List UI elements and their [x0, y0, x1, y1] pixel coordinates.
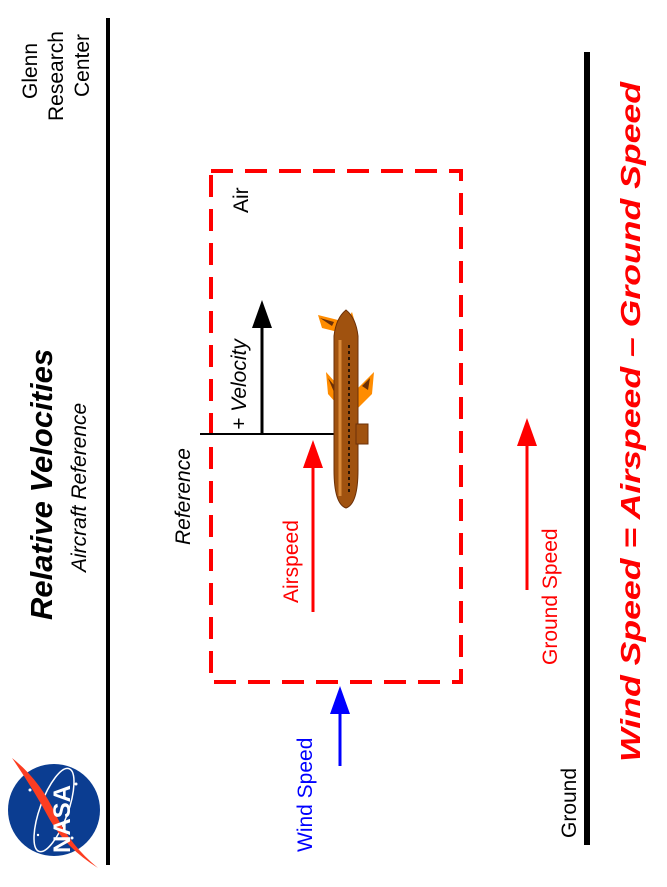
- velocity-label: + Velocity: [228, 338, 251, 430]
- nasa-logo-text: NASA: [49, 785, 76, 853]
- air-boundary-box: [209, 169, 463, 684]
- ground-speed-label: Ground Speed: [539, 528, 562, 665]
- ground-speed-arrowhead: [517, 418, 537, 446]
- page-subtitle: Aircraft Reference: [68, 403, 91, 574]
- reference-label: Reference: [172, 448, 195, 545]
- page-title: Relative Velocities: [24, 349, 59, 620]
- velocity-arrowhead: [252, 300, 272, 328]
- airspeed-arrowhead: [303, 440, 323, 468]
- wind-speed-label: Wind Speed: [294, 738, 317, 852]
- ground-label: Ground: [558, 768, 581, 838]
- org-line-2: Research: [45, 31, 68, 121]
- nasa-logo: NASA: [8, 758, 100, 868]
- wind-speed-equation: Wind Speed = Airspeed – Ground Speed: [615, 81, 646, 762]
- aircraft-icon: [318, 309, 374, 509]
- airspeed-label: Airspeed: [280, 520, 303, 603]
- org-line-3: Center: [71, 34, 94, 97]
- air-label: Air: [230, 187, 253, 213]
- wind-speed-arrowhead: [330, 686, 350, 714]
- org-line-1: Glenn: [19, 43, 42, 99]
